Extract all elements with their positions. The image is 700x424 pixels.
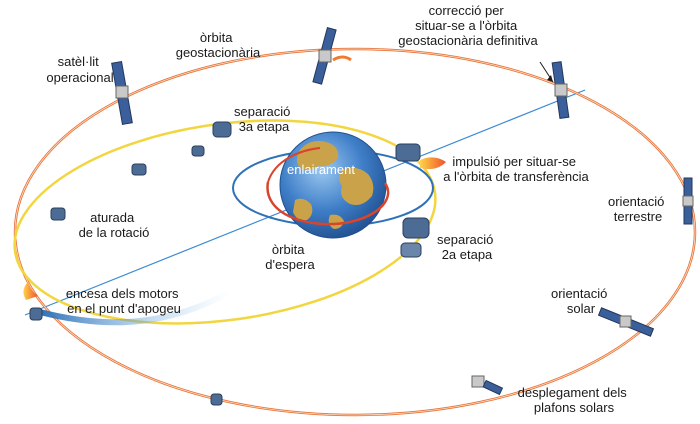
transfer-orbit (13, 119, 437, 325)
earth-globe (279, 131, 387, 239)
sun-orientation-satellite (597, 307, 655, 337)
label-parking-orbit: òrbita d'espera (265, 242, 315, 272)
operational-satellite (111, 61, 133, 125)
label-spin-stop: aturada de la rotació (79, 210, 150, 240)
spin-stop-satellite (50, 207, 66, 221)
launch-trajectory (267, 147, 321, 183)
stage2-separation-satellite (400, 217, 430, 258)
label-stage3-separation: separació 3a etapa (234, 104, 294, 134)
label-stage2-separation: separació 2a etapa (437, 232, 497, 262)
geostationary-correction-satellite (312, 27, 352, 85)
label-liftoff: enlairament (287, 162, 355, 177)
apogee-engine-flame (23, 282, 38, 300)
stage3-separation-satellite (212, 121, 232, 138)
apogee-satellite (29, 307, 43, 321)
geo-orbit-satellite-bottom (210, 393, 223, 406)
label-solar-panel-deployment: desplegament dels plafons solars (518, 385, 631, 415)
solar-panel-deployment-satellite (471, 375, 504, 396)
correction-pointer-arrowhead (547, 75, 553, 82)
geostationary-orbit-highlight (14, 48, 696, 416)
label-geostationary-orbit: òrbita geostacionària (176, 30, 261, 60)
label-earth-orientation: orientació terrestre (608, 194, 668, 224)
transfer-impulse-satellite (395, 143, 421, 162)
apogee-burn-trail (37, 289, 233, 326)
transfer-orbit-satellite-1 (191, 145, 205, 157)
label-apogee-engine-burn: encesa dels motors en el punt d'apogeu (66, 286, 182, 316)
label-operational-satellite: satèl·lit operacional (46, 54, 113, 85)
parking-orbit-red (266, 181, 390, 226)
label-sun-orientation: orientació solar (551, 286, 611, 316)
label-geostationary-correction: correcció per situar-se a l'òrbita geost… (398, 3, 538, 48)
final-position-satellite (551, 61, 570, 119)
transfer-orbit-satellite-2 (131, 163, 147, 176)
label-transfer-impulse: impulsió per situar-se a l'òrbita de tra… (443, 154, 589, 184)
earth-orientation-satellite (682, 177, 694, 225)
transfer-impulse-flame (420, 157, 446, 170)
